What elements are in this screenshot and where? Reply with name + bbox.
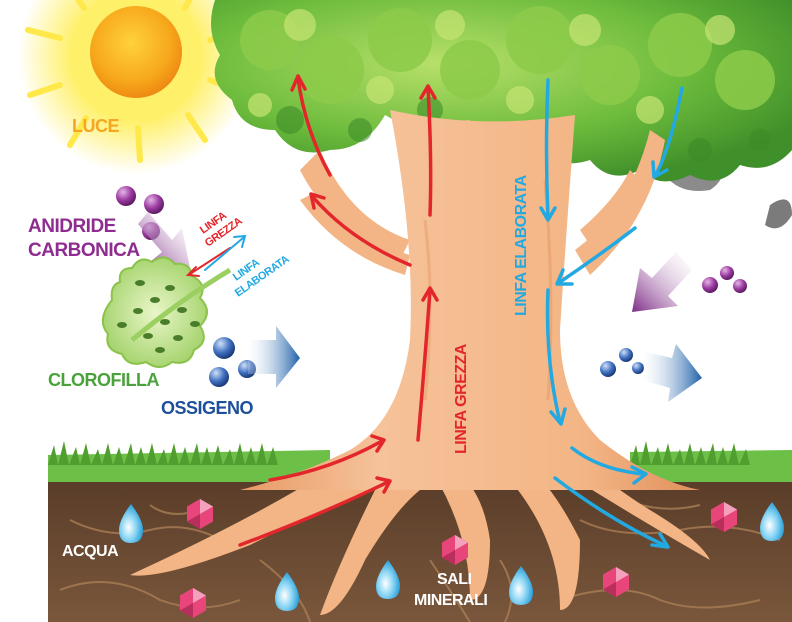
- minerals-label-line1: SALI: [437, 571, 472, 588]
- flow-arrow-icon: [547, 80, 549, 218]
- chlorophyll-label: CLOROFILLA: [48, 370, 159, 390]
- co2-intake-arrow-right: [632, 252, 692, 312]
- elaborated-sap-trunk-label: LINFA ELABORATA: [513, 174, 530, 316]
- raw-sap-trunk-label: LINFA GREZZA: [453, 343, 470, 454]
- oxygen-label: OSSIGENO: [161, 398, 254, 418]
- water-label: ACQUA: [62, 543, 119, 560]
- co2-label-line2: CARBONICA: [28, 240, 140, 261]
- co2-molecule-icon: [702, 266, 747, 293]
- oxygen-release-arrow-right: [642, 344, 702, 402]
- oxygen-release-arrow: [248, 326, 300, 388]
- minerals-label-line2: MINERALI: [414, 592, 487, 609]
- light-label: LUCE: [72, 116, 119, 136]
- leaf-icon: [103, 257, 230, 367]
- co2-label-line1: ANIDRIDE: [28, 216, 116, 237]
- oxygen-molecule-icon: [600, 348, 644, 377]
